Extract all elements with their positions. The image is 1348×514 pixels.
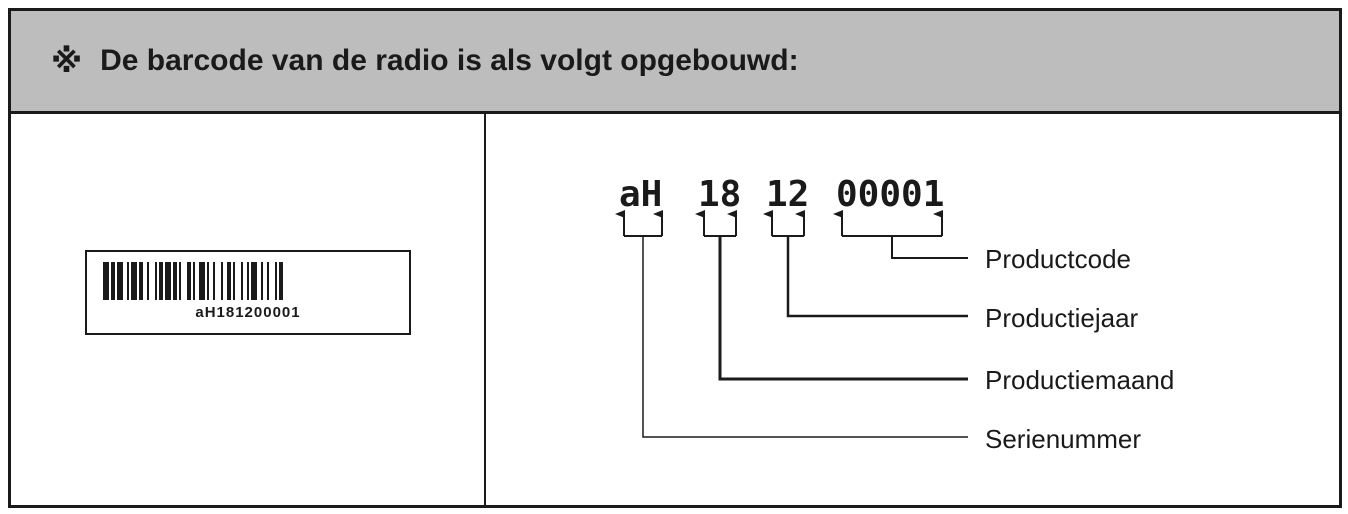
barcode-stripe [199, 262, 205, 300]
barcode-stripe [207, 262, 209, 300]
label-productiemaand: Productiemaand [985, 365, 1174, 395]
barcode-stripe [165, 262, 171, 300]
barcode-stripe [221, 262, 223, 300]
barcode-stripe [155, 262, 157, 300]
code-segment-prefix: aH [619, 174, 662, 215]
barcode-stripe [251, 262, 257, 300]
barcode-stripe [103, 262, 109, 300]
reference-mark-icon: ※ [51, 42, 83, 80]
label-serienummer: Serienummer [985, 424, 1141, 454]
leader-productiemaand [718, 236, 968, 381]
barcode-stripe [179, 262, 181, 300]
barcode-stripe [213, 262, 215, 300]
barcode-stripe [147, 262, 149, 300]
bracket-product [833, 210, 943, 237]
column-divider [484, 114, 486, 505]
bracket-serial [615, 210, 663, 237]
barcode-label-text: aH181200001 [195, 304, 301, 321]
panel-title: De barcode van de radio is als volgt opg… [100, 44, 799, 77]
leader-productcode [891, 236, 968, 259]
barcode-stripe [227, 262, 231, 300]
barcode-stripe [267, 262, 269, 300]
panel-header: ※ De barcode van de radio is als volgt o… [11, 11, 1339, 114]
bracket-month [695, 210, 737, 237]
barcode-stripe [247, 262, 249, 300]
code-segment-year: 12 [766, 174, 809, 215]
barcode-stripe [233, 262, 235, 300]
leader-productiejaar [786, 236, 968, 318]
barcode-stripe [111, 262, 115, 300]
barcode-stripe [117, 262, 123, 300]
leader-serienummer [642, 236, 968, 438]
barcode-stripe [173, 262, 177, 300]
bracket-year [763, 210, 805, 237]
code-segment-product: 00001 [836, 174, 944, 215]
barcode-stripe [187, 262, 191, 300]
barcode-info-panel: ※ De barcode van de radio is als volgt o… [8, 8, 1342, 508]
barcode-stripe [193, 262, 195, 300]
barcode-stripe [279, 262, 283, 300]
code-segment-month: 18 [698, 174, 741, 215]
label-productcode: Productcode [985, 244, 1131, 274]
barcode-stripe [159, 262, 163, 300]
barcode-bars-icon [103, 262, 283, 300]
barcode-stripe [261, 262, 263, 300]
barcode-label: aH181200001 [85, 250, 411, 335]
barcode-stripe [275, 262, 277, 300]
barcode-stripe [127, 262, 129, 300]
label-productiejaar: Productiejaar [985, 303, 1139, 333]
barcode-stripe [241, 262, 243, 300]
barcode-stripe [131, 262, 137, 300]
barcode-stripe [139, 262, 143, 300]
